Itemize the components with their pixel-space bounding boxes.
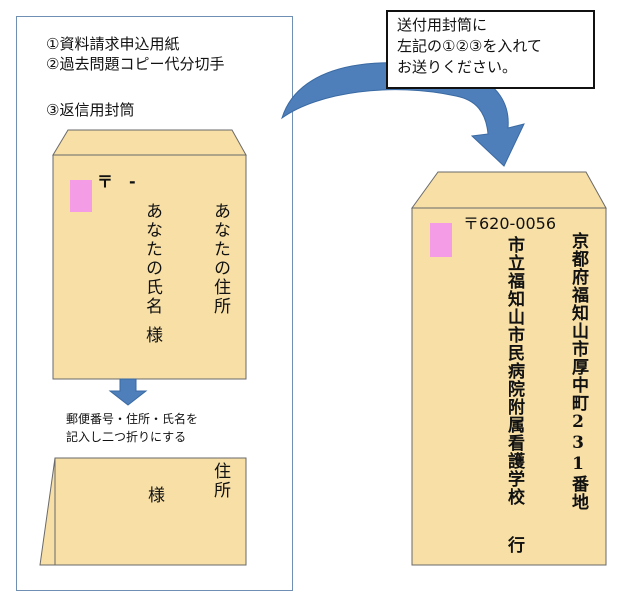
send-envelope-address: 京都府福知山市厚中町231番地 (566, 232, 591, 511)
instruction-callout: 送付用封筒に 左記の①②③を入れて お送りください。 (386, 10, 595, 89)
return-envelope-honorific: 様 (140, 326, 165, 345)
send-envelope-stamp (430, 223, 452, 257)
return-envelope-postal-mark: 〒 - (97, 168, 136, 192)
return-envelope-flap (53, 130, 246, 155)
callout-line-2: 左記の①②③を入れて (397, 36, 593, 57)
down-arrow (110, 379, 146, 405)
folded-envelope-back (40, 458, 55, 565)
return-envelope-name: あなたの氏名 (140, 202, 165, 316)
return-envelope-stamp (70, 180, 92, 212)
folded-envelope-address: 住所 (208, 462, 233, 500)
return-envelope-address: あなたの住所 (208, 202, 233, 316)
send-envelope-suffix: 行 (502, 536, 527, 554)
send-envelope-recipient: 市立福知山市民病院附属看護学校 (502, 236, 527, 506)
callout-line-3: お送りください。 (397, 57, 593, 78)
fold-instruction-line-1: 郵便番号・住所・氏名を (66, 410, 198, 428)
fold-instruction-line-2: 記入し二つ折りにする (66, 428, 186, 446)
folded-envelope-honorific: 様 (142, 486, 167, 505)
callout-line-1: 送付用封筒に (397, 15, 593, 36)
send-envelope-postal-code: 〒620-0056 (463, 210, 556, 234)
send-envelope-flap (412, 172, 606, 208)
